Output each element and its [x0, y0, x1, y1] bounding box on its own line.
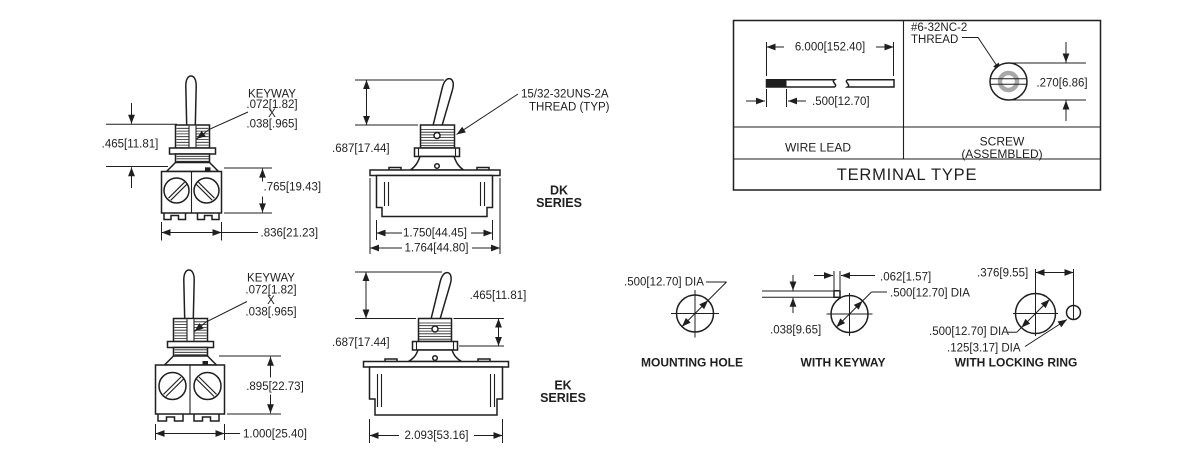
keyway-note-line4: .038[.965] — [246, 119, 297, 131]
keyway-note-line1: KEYWAY — [248, 89, 296, 101]
keyway-note-line2: .072[1.82] — [245, 285, 296, 297]
shoulder — [164, 161, 221, 173]
stripped-wire-end — [766, 80, 787, 87]
dim-hole-spacing: .376[9.55] — [977, 268, 1028, 280]
dim-lever-height: .687[17.44] — [332, 143, 390, 155]
toggle-lever — [431, 77, 454, 131]
dk-front-dimensions: .465[11.81] .765[19.43] .836[21.23] KEYW… — [102, 89, 321, 241]
thread-note-line2: THREAD (TYP) — [529, 102, 610, 114]
terminal-type-table: 6.000[152.40] .500[12.70] WIRE LEAD #6-3… — [732, 19, 1102, 191]
screw-label-line1: SCREW — [980, 135, 1025, 149]
series-label-line1: DK — [550, 184, 568, 198]
mounting-nut — [411, 340, 459, 351]
shoulder — [162, 355, 219, 366]
screw-label-line2: (ASSEMBLED) — [961, 147, 1042, 161]
ek-front-view: KEYWAY .072[1.82] X .038[.965] .895[22.7… — [154, 269, 307, 441]
ek-side-dimensions: .687[17.44] .465[11.81] 2.093[53.16] EK … — [332, 271, 586, 443]
keyway-note-line1: KEYWAY — [247, 273, 295, 285]
keyway-note-line3: X — [267, 295, 275, 307]
dim-overall-width: 2.093[53.16] — [405, 430, 469, 442]
mounting-hole-caption: MOUNTING HOLE — [641, 356, 743, 370]
dim-hole-diameter: .500[12.70] DIA — [624, 277, 704, 289]
terminal-screw-left — [163, 177, 190, 204]
screw-thread-shade — [997, 70, 1020, 93]
keyway-note-line4: .038[.965] — [245, 307, 296, 319]
dim-keyway-depth: .038[9.65] — [770, 325, 821, 337]
keyway-slot — [189, 125, 196, 148]
series-label-line2: SERIES — [540, 391, 586, 405]
table-title: TERMINAL TYPE — [837, 166, 978, 184]
table-border — [732, 19, 1102, 191]
wire-lead-cell: 6.000[152.40] .500[12.70] WIRE LEAD — [746, 42, 895, 155]
mounting-plate — [369, 169, 501, 177]
toggle-lever — [185, 75, 197, 127]
screw-thread-note-line2: THREAD — [911, 34, 958, 46]
terminal-screw-right — [193, 177, 220, 204]
dim-case-width: .836[21.23] — [261, 228, 319, 240]
ek-front-dimensions: KEYWAY .072[1.82] X .038[.965] .895[22.7… — [155, 273, 307, 441]
ek-front-switch-body — [154, 269, 226, 422]
dim-keyway-width: .062[1.57] — [880, 272, 931, 284]
dim-screw-head: .270[6.86] — [1036, 78, 1087, 90]
dk-side-view: .687[17.44] 1.750[44.45] 1.764[44.80] 15… — [332, 77, 610, 255]
dim-lever-height: .687[17.44] — [332, 337, 390, 349]
screw-thread-leader-arrow — [962, 37, 1002, 73]
hex-flange — [168, 147, 217, 155]
with-keyway-caption: WITH KEYWAY — [801, 356, 886, 370]
dk-side-switch-body — [369, 77, 501, 218]
mounting-hole-diagram: .500[12.70] DIA MOUNTING HOLE — [624, 277, 743, 370]
ek-side-view: .687[17.44] .465[11.81] 2.093[53.16] EK … — [332, 271, 586, 443]
hex-flange — [166, 340, 215, 349]
dim-strip-length: .500[12.70] — [812, 96, 870, 108]
locking-ring-hole-diagram: .376[9.55] .500[12.70] DIA .125[3.17] DI… — [929, 268, 1082, 370]
thread-leader-arrow — [456, 93, 519, 135]
dim-case-width: 1.750[44.45] — [403, 228, 467, 240]
switch-case — [375, 174, 494, 218]
mounting-feet — [157, 414, 220, 422]
switch-case — [368, 366, 504, 416]
ek-side-switch-body — [362, 271, 510, 416]
wire-lead — [765, 79, 895, 88]
mounting-plate — [362, 360, 510, 368]
series-label-line1: EK — [554, 379, 571, 393]
dim-case-height: .895[22.73] — [246, 381, 304, 393]
dim-hole-diameter: .500[12.70] DIA — [890, 288, 970, 300]
series-label-line2: SERIES — [536, 196, 582, 210]
keyway-note-line2: .072[1.82] — [246, 99, 297, 111]
keyway-slot — [187, 319, 194, 341]
keyway-note-line3: X — [268, 108, 276, 120]
dim-wire-length: 6.000[152.40] — [795, 42, 865, 54]
thread-note-line1: 15/32-32UNS-2A — [521, 89, 609, 101]
screw-cell: #6-32NC-2 THREAD .270[6.86] SCREW (ASSEM… — [911, 22, 1088, 161]
dim-case-height: .765[19.43] — [264, 182, 322, 194]
dk-front-view: .465[11.81] .765[19.43] .836[21.23] KEYW… — [102, 75, 321, 241]
dk-side-dimensions: .687[17.44] 1.750[44.45] 1.764[44.80] 15… — [332, 79, 610, 255]
mounting-feet — [163, 213, 220, 221]
dim-bushing-height: .465[11.81] — [102, 139, 159, 151]
keyway-leader-arrow — [196, 111, 249, 140]
dim-hole-diameter: .500[12.70] DIA — [929, 326, 1009, 338]
keyway-notch — [833, 290, 841, 299]
dim-pin-hole-diameter: .125[3.17] DIA — [947, 343, 1021, 355]
dim-overall-width: 1.764[44.80] — [405, 243, 469, 255]
terminal-screw-left — [158, 371, 187, 401]
wire-lead-label: WIRE LEAD — [785, 141, 851, 155]
terminal-screw-right — [193, 371, 222, 401]
toggle-lever — [183, 269, 195, 320]
screw-thread-note-line1: #6-32NC-2 — [911, 22, 967, 34]
dk-front-switch-body — [160, 75, 223, 221]
with-locking-ring-caption: WITH LOCKING RING — [955, 356, 1078, 370]
dim-case-width: 1.000[25.40] — [243, 429, 307, 441]
toggle-lever — [429, 271, 452, 324]
dim-bushing-height: .465[11.81] — [470, 290, 527, 302]
keyway-leader-arrow — [194, 301, 248, 332]
mounting-nut — [413, 147, 461, 158]
keyway-hole-diagram: .062[1.57] .500[12.70] DIA .038[9.65] WI… — [762, 271, 970, 370]
